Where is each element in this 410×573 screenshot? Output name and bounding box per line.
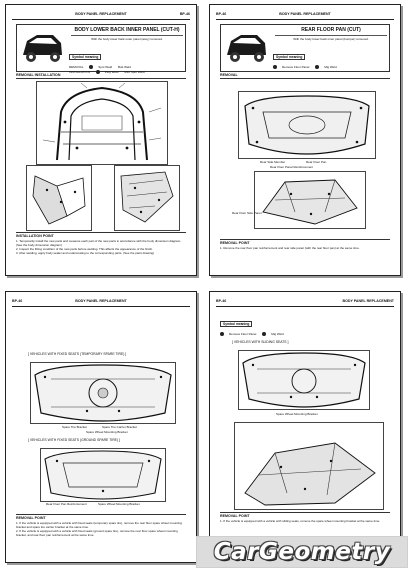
- point-title: INSTALLATION POINT: [16, 234, 54, 238]
- legend-title: Symbol meaning: [273, 54, 306, 60]
- part-label: Spare Wheel Mounting Bracket: [98, 502, 140, 506]
- part-label: Rear Floor Panel Reinforcement: [270, 165, 314, 169]
- header-title: BODY PANEL REPLACEMENT: [342, 299, 394, 303]
- manual-page-1: BODY PANEL REPLACEMENT BP-46 BODY LOWER …: [5, 4, 197, 276]
- header-title: BODY PANEL REPLACEMENT: [279, 12, 331, 16]
- part-label: Rear Floor Pan: [306, 160, 327, 164]
- point-title: REMOVAL POINT: [220, 514, 250, 518]
- part-label: Spare Wheel Mounting Bracket: [86, 430, 128, 434]
- page-title: BODY LOWER BACK INNER PANEL (CUT-H): [74, 27, 180, 33]
- point-title: REMOVAL POINT: [220, 241, 250, 245]
- legend-group-installation: INSTALLATION: [69, 70, 90, 75]
- removal-point: REMOVAL POINT 1. Remove the rear floor p…: [220, 241, 390, 250]
- page-header: BP-46 BODY PANEL REPLACEMENT: [12, 298, 190, 307]
- point-item: 3. After welding, apply body sealer and …: [16, 251, 155, 255]
- part-label: Spare Tire Carrier Bracket: [102, 425, 137, 429]
- point-title: REMOVAL POINT: [16, 516, 46, 520]
- remove-panel-icon: [220, 331, 224, 336]
- page-header: BP-46 BODY PANEL REPLACEMENT: [216, 298, 394, 307]
- header-page-number: BP-46: [179, 12, 190, 16]
- installation-point: INSTALLATION POINT 1. Temporarily instal…: [16, 234, 186, 255]
- symbol-legend: Symbol meaning REMOVAL Spot Weld Butt We…: [69, 45, 153, 75]
- legend-item: Butt Weld: [117, 64, 131, 69]
- mig-weld-icon: [262, 331, 267, 336]
- rear-floor-detail-diagram: [254, 171, 366, 229]
- legend-item: MIG Spot Weld: [124, 70, 145, 75]
- header-title: BODY PANEL REPLACEMENT: [75, 299, 127, 303]
- legend-title: Symbol meaning: [220, 321, 253, 327]
- cargeometry-watermark: CarGeometry: [196, 536, 408, 568]
- removal-point: REMOVAL POINT 1. If the vehicle is equip…: [220, 514, 390, 523]
- car-overview-icon: [227, 35, 266, 62]
- part-label: Spare Wheel Mounting Bracket: [276, 412, 318, 416]
- legend-item: Mig Weld: [271, 331, 284, 336]
- car-overview-icon: [23, 35, 62, 62]
- point-item: 2. If the vehicle is equipped with a veh…: [16, 529, 178, 537]
- point-item: 1. If the vehicle is equipped with a veh…: [16, 521, 182, 529]
- vehicle-variant-title: [ VEHICLES WITH FIXED SEATS (GROUND SPAR…: [28, 438, 120, 442]
- plug-weld-icon: [95, 70, 100, 75]
- part-label: Spare Tire Bracket: [62, 425, 87, 429]
- manual-page-3: BP-46 BODY PANEL REPLACEMENT [ VEHICLES …: [5, 291, 197, 563]
- page-note: With the body lower back outer panel (as…: [71, 35, 183, 41]
- header-page-number: BP-46: [12, 299, 23, 303]
- page-header: BP-46 BODY PANEL REPLACEMENT: [216, 11, 394, 20]
- remove-panel-icon: [273, 64, 277, 69]
- manual-page-4: BP-46 BODY PANEL REPLACEMENT Symbol mean…: [209, 291, 401, 563]
- mig-weld-icon: [315, 64, 320, 69]
- section-title: REMOVAL INSTALLATION: [16, 73, 61, 77]
- legend-title: Symbol meaning: [69, 54, 102, 60]
- detail-diagram-left: [26, 165, 92, 231]
- part-label: Rear Side Member: [260, 160, 286, 164]
- section-title: REMOVAL: [220, 73, 238, 77]
- header-title: BODY PANEL REPLACEMENT: [75, 12, 127, 16]
- rear-floor-detail-diagram: [234, 422, 384, 510]
- spot-weld-icon: [89, 64, 94, 69]
- legend-item: Mig Weld: [324, 64, 337, 69]
- title-box: REAR FLOOR PAN (CUT) With the body lower…: [220, 24, 390, 72]
- symbol-legend: Symbol meaning Remove Floor Panel Mig We…: [220, 312, 310, 336]
- temporary-spare-diagram: [30, 362, 176, 424]
- rear-floor-diagram: [238, 91, 376, 159]
- sliding-seat-diagram: [238, 350, 370, 410]
- part-label: Rear Floor Side Panel: [232, 211, 262, 215]
- symbol-legend: Symbol meaning Remove Floor Panel Mig We…: [273, 45, 357, 69]
- point-item: 1. If the vehicle is equipped with a veh…: [220, 519, 381, 523]
- part-label: Rear Floor Pan Reinforcement: [46, 502, 87, 506]
- point-item: 1. Temporarily install the new parts and…: [16, 239, 182, 247]
- legend-group-removal: REMOVAL: [69, 64, 84, 69]
- point-item: 2. Inspect the fitting condition of the …: [16, 247, 153, 251]
- removal-point: REMOVAL POINT 1. If the vehicle is equip…: [16, 516, 186, 537]
- detail-diagram-right: [114, 165, 180, 231]
- page-header: BODY PANEL REPLACEMENT BP-46: [12, 11, 190, 20]
- page-note: With the body lower back inner panel (bu…: [275, 35, 387, 41]
- point-item: 1. Remove the rear floor pan reinforceme…: [220, 246, 360, 250]
- vehicle-variant-title: [ VEHICLES WITH SLIDING SEATS ]: [232, 340, 289, 344]
- legend-item: Spot Weld: [98, 64, 113, 69]
- legend-item: Plug Weld: [104, 70, 119, 75]
- legend-item: Remove Floor Panel: [282, 64, 310, 69]
- title-box: BODY LOWER BACK INNER PANEL (CUT-H) With…: [16, 24, 186, 75]
- vehicle-variant-title: [ VEHICLES WITH FIXED SEATS (TEMPORARY S…: [28, 352, 127, 356]
- page-title: REAR FLOOR PAN (CUT): [301, 27, 361, 33]
- body-frame-diagram: [36, 81, 168, 165]
- header-page-number: BP-46: [216, 12, 227, 16]
- header-page-number: BP-46: [216, 299, 227, 303]
- ground-spare-diagram: [40, 448, 166, 502]
- manual-page-2: BP-46 BODY PANEL REPLACEMENT REAR FLOOR …: [209, 4, 401, 276]
- legend-item: Remove Floor Panel: [229, 331, 257, 336]
